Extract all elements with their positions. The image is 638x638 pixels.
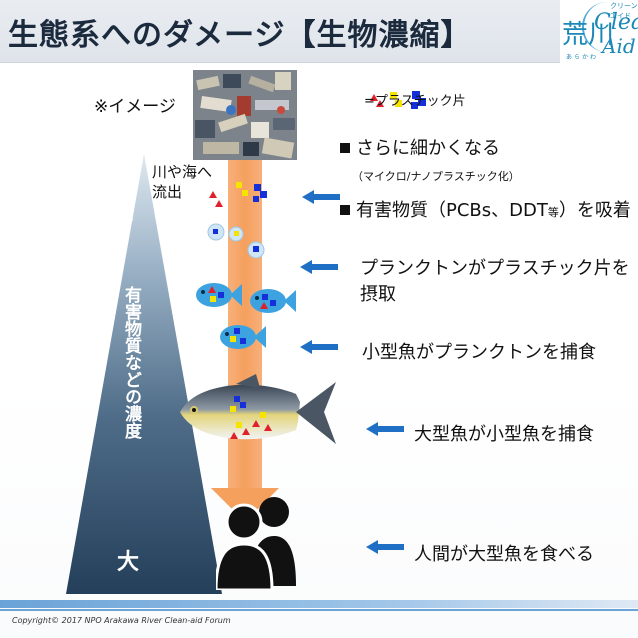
logo: クリーンエイド 荒川 Clean Aid あらかわ [560, 0, 638, 62]
bullet-icon [340, 143, 350, 153]
step-micro-note: （マイクロ/ナノプラスチック化） [352, 170, 520, 183]
logo-swoosh-icon [582, 2, 618, 52]
footer-divider [0, 609, 638, 611]
pyramid-big-label: 大 [117, 550, 140, 575]
humans-icon [216, 497, 296, 590]
step-plankton: プランクトンがプラスチック片を 摂取 [360, 258, 630, 305]
step-adsorb: 有害物質（PCBs、DDT等）を吸着 [340, 196, 631, 222]
plastic-debris-image [193, 70, 297, 160]
plastic-legend-label: =プラスチック片 [364, 94, 466, 109]
step-small-fish: 小型魚がプランクトンを捕食 [362, 342, 596, 363]
river-outflow-label: 川や海へ 流出 [152, 162, 212, 202]
pyramid-small-label: 小 [118, 208, 134, 226]
left-arrow-icon [366, 422, 404, 436]
logo-ruby: クリーンエイド [610, 2, 638, 20]
step-finer: さらに細かくなる [340, 134, 500, 160]
title-bar: 生態系へのダメージ【生物濃縮】 [0, 0, 560, 63]
copyright: Copyright© 2017 NPO Arakawa River Clean-… [12, 616, 231, 625]
small-fish-icon [250, 289, 296, 313]
falling-plastic-red-icon [209, 191, 223, 207]
bullet-icon [340, 205, 350, 215]
footer-bar [0, 600, 638, 608]
left-arrow-icon [302, 190, 340, 204]
concentration-pyramid [66, 154, 222, 594]
large-fish-icon [180, 374, 336, 444]
page-title: 生態系へのダメージ【生物濃縮】 [8, 18, 472, 53]
plankton-icon [207, 223, 265, 259]
step-big-fish: 大型魚が小型魚を捕食 [414, 424, 594, 445]
step-human: 人間が大型魚を食べる [414, 544, 594, 565]
logo-aid: Aid [602, 34, 636, 58]
logo-main: 荒川 [562, 20, 615, 50]
river-outflow-line2: 流出 [152, 183, 183, 201]
small-fish-icon [196, 283, 242, 307]
logo-clean: Clean [594, 10, 638, 35]
image-note: ※イメージ [94, 97, 176, 117]
left-arrow-icon [366, 540, 404, 554]
small-fish-icon [220, 325, 266, 349]
logo-sub: あらかわ [566, 54, 599, 61]
pyramid-concentration-label: 有害物質などの濃度 [121, 286, 141, 439]
left-arrow-icon [300, 260, 338, 274]
plastic-fragments-stream-icon [236, 182, 267, 202]
plastic-legend-icons [370, 91, 426, 109]
left-arrow-icon [300, 340, 338, 354]
river-outflow-line1: 川や海へ [152, 163, 213, 181]
